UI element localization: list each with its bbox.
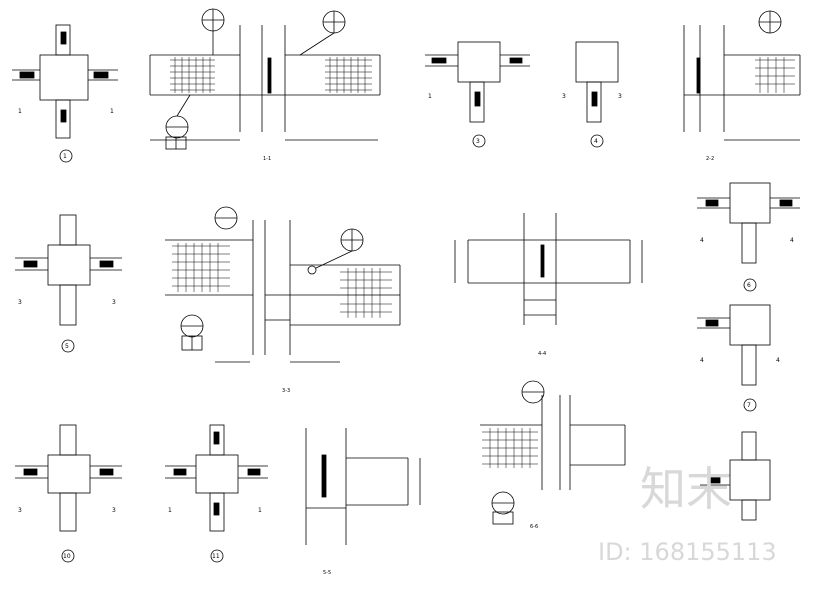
svg-text:4: 4 xyxy=(594,138,598,145)
svg-text:5-5: 5-5 xyxy=(323,570,331,576)
joint-detail-7: 1 1 1 xyxy=(12,24,118,163)
svg-text:10: 10 xyxy=(63,553,71,560)
joint-detail-10: 10 3 3 xyxy=(15,424,122,563)
joint-detail-5: 5 3 3 xyxy=(15,214,122,353)
section-1-1: 1-1 xyxy=(149,8,381,162)
svg-text:1: 1 xyxy=(110,108,114,115)
joint-marker: 1 xyxy=(63,153,67,160)
svg-text:3: 3 xyxy=(18,507,22,514)
watermark: 知末 ID: 168155113 xyxy=(598,462,777,566)
svg-text:3: 3 xyxy=(112,299,116,306)
svg-text:1: 1 xyxy=(168,507,172,514)
joint-detail-9 xyxy=(700,431,771,521)
bolt-grid-left xyxy=(170,57,215,93)
svg-text:6-6: 6-6 xyxy=(530,524,538,530)
svg-text:1: 1 xyxy=(428,93,432,100)
watermark-id: ID: 168155113 xyxy=(598,538,777,566)
svg-text:3: 3 xyxy=(18,299,22,306)
svg-text:4-4: 4-4 xyxy=(538,351,546,357)
svg-text:1: 1 xyxy=(258,507,262,514)
svg-text:1: 1 xyxy=(18,108,22,115)
marker-circle xyxy=(59,149,73,163)
section-6-6: 6-6 xyxy=(480,380,626,530)
svg-text:3: 3 xyxy=(618,93,622,100)
svg-text:4: 4 xyxy=(700,237,704,244)
section-2-2: 2-2 xyxy=(683,10,801,162)
svg-text:3-3: 3-3 xyxy=(282,388,290,394)
svg-text:7: 7 xyxy=(747,402,751,409)
watermark-brand: 知末 xyxy=(640,462,732,516)
section-caption: 1-1 xyxy=(263,156,271,162)
svg-text:2-2: 2-2 xyxy=(706,156,714,162)
joint-detail-3: 3 1 xyxy=(425,41,530,148)
section-4-4: 4-4 xyxy=(454,213,643,357)
svg-text:6: 6 xyxy=(747,282,751,289)
svg-text:4: 4 xyxy=(776,357,780,364)
joint-detail-8: 7 4 4 xyxy=(697,304,780,412)
svg-text:3: 3 xyxy=(112,507,116,514)
section-3-3: 3-3 xyxy=(165,206,401,394)
joint-detail-4: 4 3 3 xyxy=(562,41,622,148)
joint-detail-11: 11 1 1 xyxy=(165,424,268,563)
svg-text:4: 4 xyxy=(790,237,794,244)
svg-text:4: 4 xyxy=(700,357,704,364)
svg-text:5: 5 xyxy=(65,343,69,350)
bolt-grid-right xyxy=(325,57,372,93)
svg-text:11: 11 xyxy=(212,553,220,560)
section-5-5: 5-5 xyxy=(305,428,421,576)
svg-text:3: 3 xyxy=(476,138,480,145)
svg-text:3: 3 xyxy=(562,93,566,100)
joint-detail-6: 6 4 4 xyxy=(697,182,800,292)
